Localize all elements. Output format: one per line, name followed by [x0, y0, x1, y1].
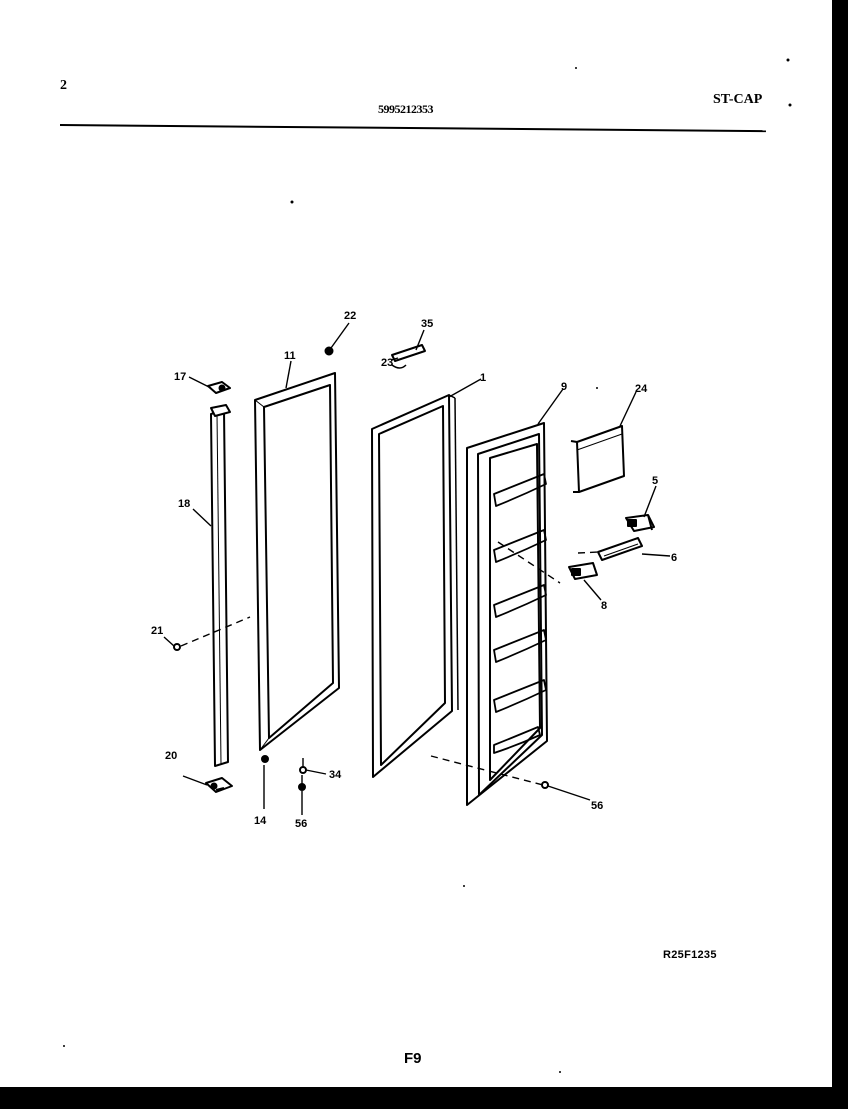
callout-21: 21 [151, 625, 163, 637]
page-number: 2 [60, 78, 67, 93]
scan-bottom-border [0, 1087, 848, 1109]
part-11-door-gasket [254, 372, 340, 751]
callout-8: 8 [601, 600, 607, 612]
part-6-handle [597, 537, 643, 561]
leader-lines [163, 322, 671, 815]
part-14-plug [261, 755, 269, 763]
part-56-screw-left [298, 783, 306, 791]
callout-23: 23 [381, 357, 393, 369]
part-17-top-hinge [207, 381, 231, 394]
callout-14: 14 [254, 815, 267, 827]
part-24-shelf-bin [570, 425, 625, 493]
callout-22: 22 [344, 310, 356, 322]
part-21-screw [173, 643, 181, 651]
part-18-trim-strip [210, 404, 231, 767]
callout-24: 24 [635, 383, 648, 395]
model-number: 5995212353 [378, 102, 434, 116]
scan-speckles [63, 58, 792, 1073]
part-20-bottom-hinge [205, 777, 233, 793]
callout-35: 35 [421, 318, 433, 330]
callout-56-right: 56 [591, 800, 603, 812]
part-5-handle-bracket [625, 514, 655, 532]
callout-11: 11 [284, 350, 296, 362]
callout-5: 5 [652, 475, 658, 487]
callout-6: 6 [671, 552, 677, 564]
callout-17: 17 [174, 371, 186, 383]
callout-20: 20 [165, 750, 177, 762]
part-9-door-liner [466, 422, 548, 806]
callout-34: 34 [329, 769, 342, 781]
part-34-washer [299, 766, 307, 774]
part-1-door-panel [371, 394, 459, 778]
callout-18: 18 [178, 498, 190, 510]
part-8-lower-bracket [568, 562, 598, 580]
callout-1: 1 [480, 372, 486, 384]
callout-56-left: 56 [295, 818, 307, 830]
figure-page-label: F9 [404, 1050, 422, 1067]
callout-labels: 22 11 17 35 23 1 9 24 5 6 8 18 21 20 14 … [151, 310, 677, 830]
callout-9: 9 [561, 381, 567, 393]
drawing-reference-code: R25F1235 [663, 949, 717, 961]
part-22-screw [324, 346, 334, 356]
section-code: ST-CAP [713, 92, 763, 107]
exploded-parts-diagram: 22 11 17 35 23 1 9 24 5 6 8 18 21 20 14 … [63, 58, 792, 1073]
part-56-screw-right [541, 781, 549, 789]
dashed-alignment-lines [180, 541, 599, 786]
part-23-spring [391, 364, 407, 369]
